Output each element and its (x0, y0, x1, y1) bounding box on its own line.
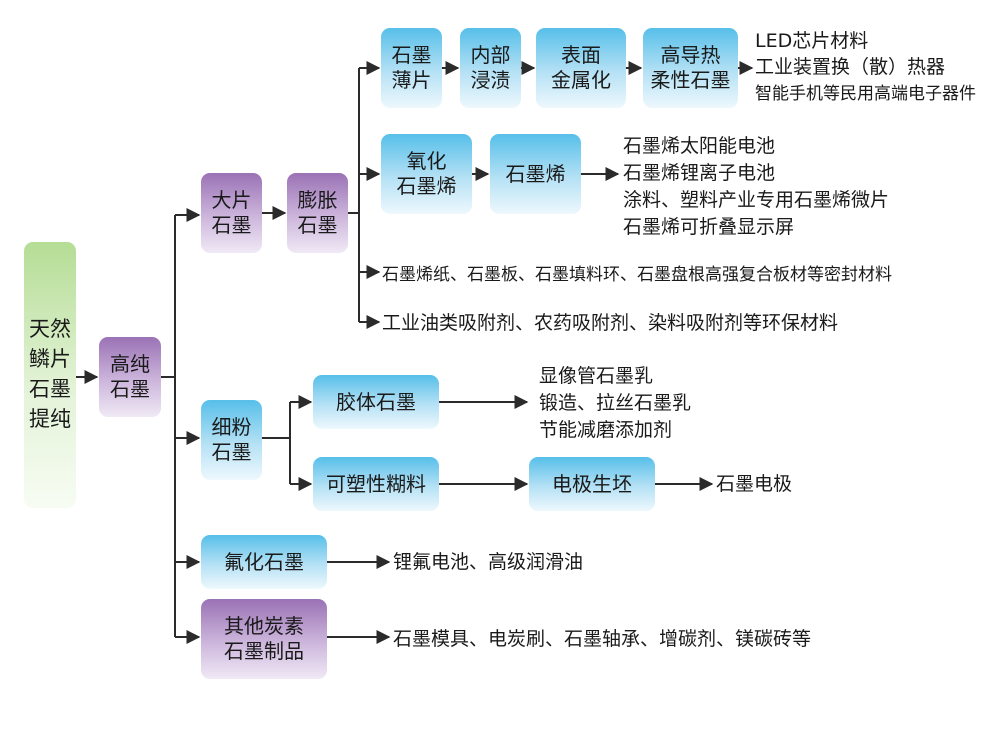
node-colloidal-graphite: 胶体石墨 (313, 375, 439, 429)
node-plastic-paste: 可塑性糊料 (313, 457, 439, 511)
output-graphene-solar-cell: 石墨烯太阳能电池 (623, 135, 776, 157)
node-high-purity-graphite: 高纯 石墨 (99, 337, 161, 417)
output-environmental-materials: 工业油类吸附剂、农药吸附剂、染料吸附剂等环保材料 (382, 312, 839, 334)
output-graphene-microsheets: 涂料、塑料产业专用石墨烯微片 (623, 189, 890, 211)
output-industrial-heat-exchanger: 工业装置换（散）热器 (755, 56, 946, 78)
output-sealing-materials: 石墨烯纸、石墨板、石墨填料环、石墨盘根高强复合板材等密封材料 (382, 265, 892, 285)
node-graphene: 石墨烯 (490, 134, 581, 214)
node-electrode-blank: 电极生坯 (529, 457, 655, 511)
output-energy-saving-additive: 节能减磨添加剂 (539, 419, 673, 441)
output-graphite-electrode: 石墨电极 (716, 473, 793, 495)
output-forging-drawing-emulsion: 锻造、拉丝石墨乳 (539, 392, 692, 414)
node-other-carbon-graphite-products: 其他炭素 石墨制品 (201, 599, 327, 679)
node-fine-powder-graphite: 细粉 石墨 (201, 400, 262, 480)
node-expanded-graphite: 膨胀 石墨 (287, 173, 348, 253)
output-battery-lubricant: 锂氟电池、高级润滑油 (393, 551, 584, 573)
output-smartphone-electronics: 智能手机等民用高端电子器件 (755, 84, 976, 104)
output-graphene-lithium-battery: 石墨烯锂离子电池 (623, 162, 776, 184)
node-high-conductivity-flexible-graphite: 高导热 柔性石墨 (643, 28, 738, 108)
output-led-chip-material: LED芯片材料 (755, 30, 869, 52)
root-node-natural-flake-graphite-purification: 天然 鳞片 石墨 提纯 (24, 242, 76, 508)
node-surface-metallization: 表面 金属化 (536, 28, 626, 108)
node-graphene-oxide: 氧化 石墨烯 (381, 134, 472, 214)
node-large-flake-graphite: 大片 石墨 (201, 173, 262, 253)
output-crt-graphite-emulsion: 显像管石墨乳 (539, 365, 654, 387)
node-internal-impregnation: 内部 浸渍 (460, 28, 521, 108)
node-fluorinated-graphite: 氟化石墨 (201, 535, 327, 589)
output-other-carbon-products: 石墨模具、电炭刷、石墨轴承、增碳剂、镁碳砖等 (393, 628, 812, 650)
output-graphene-foldable-display: 石墨烯可折叠显示屏 (623, 216, 795, 238)
node-graphite-thin-flake: 石墨 薄片 (381, 28, 442, 108)
